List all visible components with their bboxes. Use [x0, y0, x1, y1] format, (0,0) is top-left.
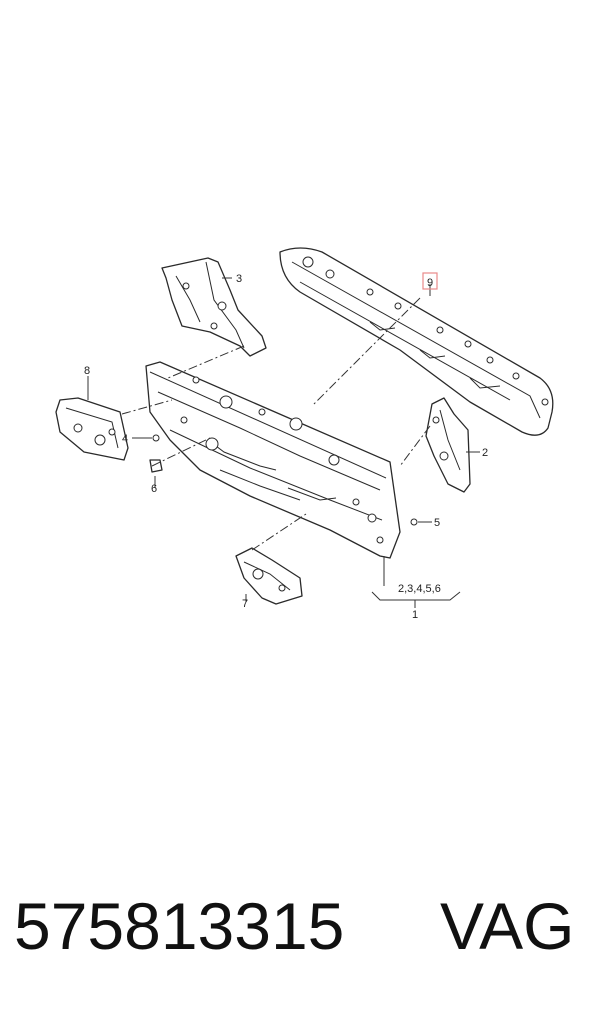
callout-group: 2,3,4,5,6: [398, 583, 441, 595]
part-4-screw: [152, 434, 160, 442]
part-2-bracket: [425, 397, 471, 493]
callout-9: 9: [427, 277, 433, 289]
brand-label: VAG: [440, 889, 575, 963]
part-number: 575813315: [14, 889, 345, 963]
callout-3: 3: [236, 273, 242, 285]
callout-1: 1: [412, 609, 418, 621]
callout-4: 4: [122, 433, 128, 445]
part-9-cross-member: [279, 247, 554, 436]
leader-lines: [87, 277, 480, 608]
part-7-bracket: [235, 547, 303, 605]
parts-diagram: 3 9 8 4 6 2 5 7 2,3,4,5,6 1: [55, 247, 554, 621]
part-8-bracket: [55, 397, 129, 461]
part-3-bracket: [161, 257, 267, 357]
callout-7: 7: [242, 598, 248, 610]
part-1-rear-panel: [145, 361, 401, 559]
callout-2: 2: [482, 447, 488, 459]
callout-5: 5: [434, 517, 440, 529]
assembly-lines: [121, 297, 431, 551]
part-6-clip: [149, 459, 163, 473]
callout-6: 6: [151, 483, 157, 495]
part-5-screw: [410, 518, 418, 526]
callout-9-highlight: [422, 272, 438, 290]
callout-8: 8: [84, 365, 90, 377]
